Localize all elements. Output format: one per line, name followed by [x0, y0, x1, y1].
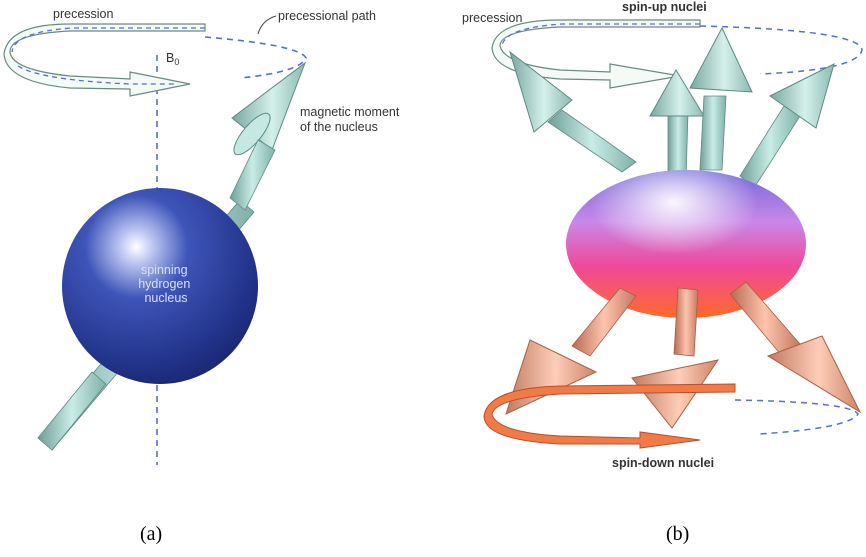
precessional-path-label: precessional path	[278, 9, 376, 23]
spin-up-arrows	[510, 28, 834, 188]
magnetic-moment-label-line2: of the nucleus	[300, 120, 378, 134]
precessional-path	[205, 37, 306, 78]
path-label-leader	[258, 16, 276, 34]
b0-label: B0	[166, 51, 179, 67]
b0-label-subscript: 0	[174, 57, 179, 67]
spin-down-arrows	[506, 282, 860, 428]
nucleus-label: spinning hydrogen nucleus	[138, 263, 194, 305]
magnetic-moment-label: magnetic moment of the nucleus	[300, 105, 403, 134]
caption-b: (b)	[666, 523, 689, 546]
magnetic-moment-label-line1: magnetic moment	[300, 105, 400, 119]
spin-down-label: spin-down nuclei	[612, 456, 714, 470]
nucleus-label-line3: nucleus	[144, 291, 187, 305]
b0-label-main: B	[166, 51, 174, 65]
panel-b: precession spin-up nuclei spin-down nucl…	[462, 0, 862, 470]
spin-up-label: spin-up nuclei	[622, 0, 707, 14]
precession-label-a: precession	[53, 7, 113, 21]
precession-label-b: precession	[462, 11, 522, 25]
panel-a: precession precessional path B0 magnetic…	[4, 7, 403, 465]
nucleus-label-line2: hydrogen	[138, 277, 190, 291]
nucleus-label-line1: spinning	[141, 263, 188, 277]
caption-a: (a)	[140, 523, 162, 546]
